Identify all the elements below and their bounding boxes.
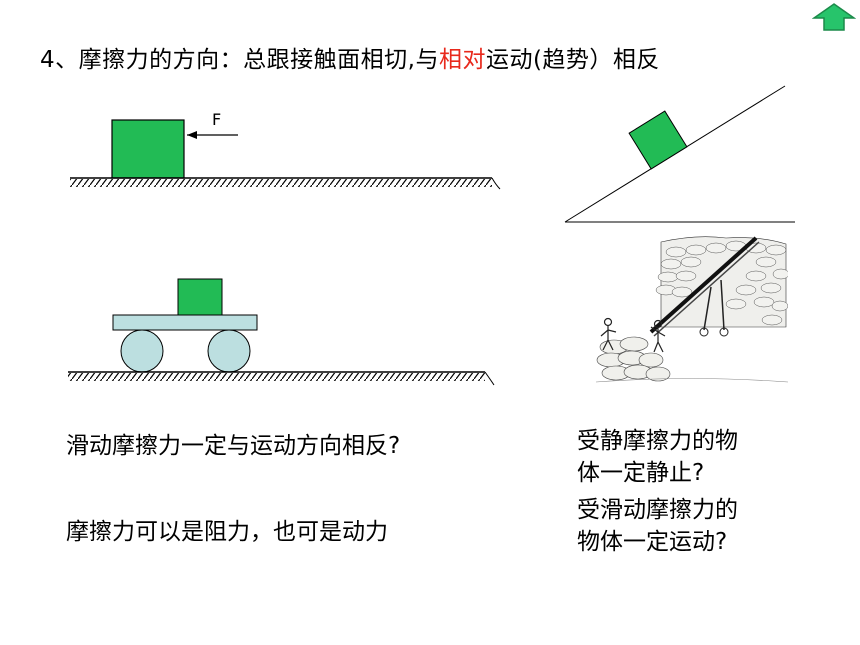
ground-hatching (68, 373, 485, 381)
title-highlight: 相对 (438, 47, 486, 73)
cart-body (112, 314, 258, 331)
question-kinetic-friction-line2: 物体一定运动? (577, 529, 728, 555)
title-suffix: 运动(趋势）相反 (485, 47, 660, 73)
up-arrow-icon (811, 3, 857, 31)
question-kinetic-friction-line1: 受滑动摩擦力的 (577, 497, 738, 523)
cart-diagram (68, 278, 495, 386)
incline-diagram (564, 85, 795, 223)
green-block (628, 110, 688, 170)
green-block (111, 119, 185, 179)
cart-wheel-left (120, 329, 164, 373)
push-block-diagram: F (70, 110, 501, 190)
title-prefix: 4、摩擦力的方向：总跟接触面相切,与 (40, 47, 439, 73)
question-sliding-friction-direction: 滑动摩擦力一定与运动方向相反? (66, 433, 401, 459)
home-button[interactable] (811, 2, 857, 32)
page-title: 4、摩擦力的方向：总跟接触面相切,与相对运动(趋势）相反 (40, 40, 660, 74)
force-label: F (212, 110, 221, 129)
green-block (177, 278, 223, 316)
cart-wheel-right (207, 329, 251, 373)
question-static-friction-line2: 体一定静止? (577, 460, 705, 486)
statement-friction-resistance-or-power: 摩擦力可以是阻力，也可是动力 (66, 519, 388, 545)
conveyor-sacks-image (596, 232, 788, 385)
question-static-friction-line1: 受静摩擦力的物 (577, 428, 738, 454)
ground-hatching (70, 179, 492, 187)
